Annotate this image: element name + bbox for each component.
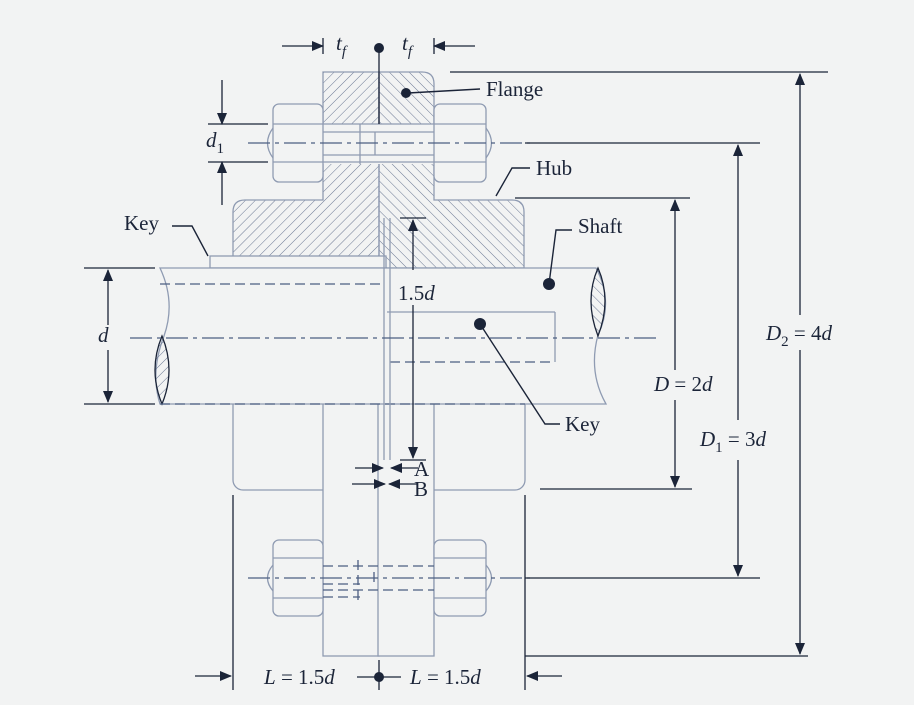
hub-diameter-label: D = 2d (653, 372, 713, 396)
point-a-label: A (414, 457, 430, 481)
upper-coupling-section (209, 71, 525, 269)
flange-diameter-label: D2 = 4d (765, 321, 833, 350)
shaft-label: Shaft (578, 214, 622, 238)
hub-label: Hub (536, 156, 572, 180)
key-label-right: Key (565, 412, 600, 436)
length-left-label: L = 1.5d (263, 665, 335, 689)
length-right-label: L = 1.5d (409, 665, 481, 689)
lower-coupling-outline (232, 337, 526, 657)
tf-left-label: tf (336, 31, 348, 60)
tf-right-label: tf (402, 31, 414, 60)
bolt-circle-diameter-label: D1 = 3d (699, 427, 767, 456)
hub-length-label: 1.5d (398, 281, 435, 305)
d1-label: d1 (206, 128, 224, 157)
shaft (154, 218, 608, 460)
key-label-left: Key (124, 211, 159, 235)
leaders (172, 88, 572, 425)
lower-bolt (248, 539, 530, 617)
flange-label: Flange (486, 77, 543, 101)
shaft-diameter-label: d (98, 323, 109, 347)
point-b-label: B (414, 477, 428, 501)
dimension-lines (84, 38, 828, 690)
